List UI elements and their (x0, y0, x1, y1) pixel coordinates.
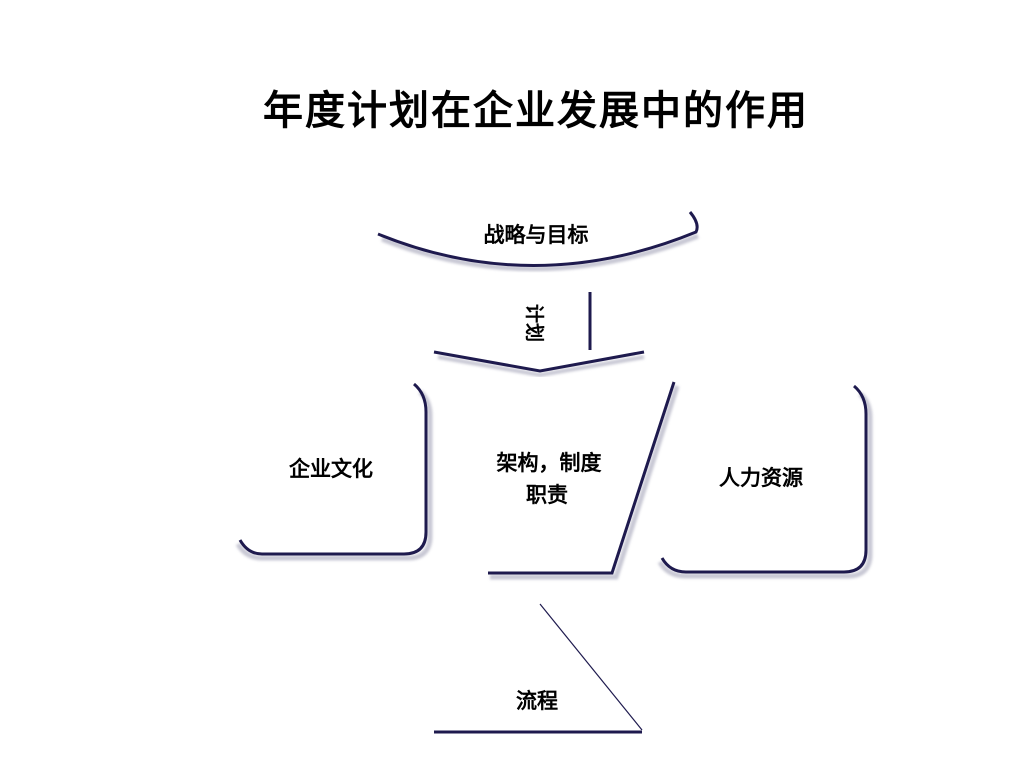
structure-node: 架构，制度 职责 (488, 381, 680, 580)
process-label: 流程 (516, 688, 558, 713)
chevron-shape (433, 350, 645, 373)
slide-title: 年度计划在企业发展中的作用 (263, 87, 809, 134)
hr-shape (660, 384, 868, 574)
structure-shadow (490, 385, 680, 580)
strategy-node: 战略与目标 (377, 211, 699, 272)
culture-node: 企业文化 (235, 382, 433, 561)
hr-label: 人力资源 (719, 465, 803, 490)
structure-shape (488, 381, 676, 575)
plan-connector: 计划 (523, 292, 592, 350)
process-node: 流程 (434, 603, 646, 739)
structure-label-line1: 架构，制度 (497, 450, 602, 475)
hr-shadow (657, 392, 873, 579)
strategy-shape (377, 211, 699, 267)
culture-shape (238, 382, 428, 556)
process-diagonal (539, 603, 643, 731)
chevron-shadow (437, 355, 645, 378)
plan-label: 计划 (523, 304, 546, 342)
culture-shadow (235, 390, 433, 561)
strategy-shadow (381, 233, 699, 272)
strategy-label: 战略与目标 (484, 222, 589, 247)
hr-node: 人力资源 (657, 384, 873, 579)
culture-label: 企业文化 (288, 456, 373, 481)
structure-label-line2: 职责 (526, 482, 568, 507)
chevron-arrow (433, 350, 645, 378)
